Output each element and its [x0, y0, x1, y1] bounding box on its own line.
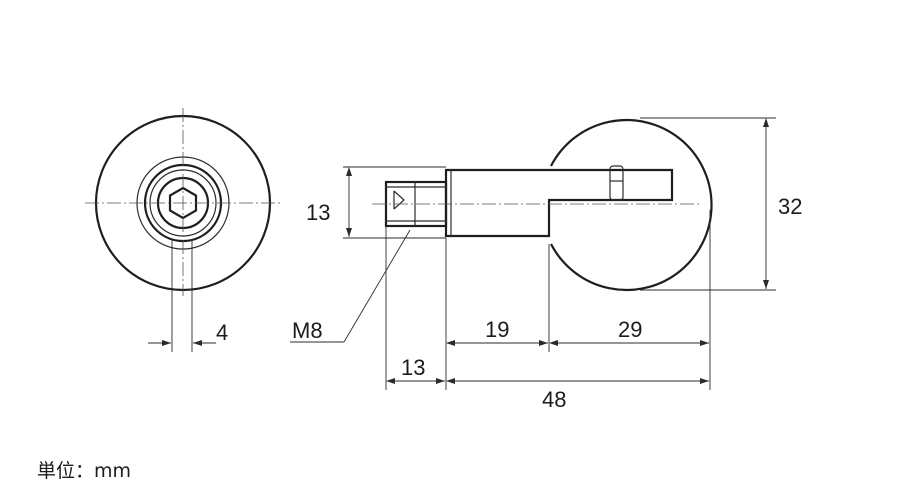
unit-label: 単位：mm	[37, 460, 132, 482]
side-view: 13 32 M8 19 29 13 48	[290, 117, 802, 412]
knob-diameter-label: 32	[778, 194, 802, 219]
m8-leader	[343, 229, 411, 343]
front-view: 4	[85, 108, 282, 352]
knob-length-label: 29	[618, 317, 642, 342]
thread-height-label: 13	[306, 200, 330, 225]
thread-length-label: 13	[401, 355, 425, 380]
cross-pin	[609, 165, 624, 201]
thread-spec-label: M8	[292, 318, 323, 343]
socket-hidden-outline	[393, 190, 405, 210]
knob-ball	[550, 118, 713, 292]
shaft-body	[444, 168, 674, 238]
hex-width-label: 4	[216, 320, 228, 345]
total-length-label: 48	[542, 387, 566, 412]
shaft-length-label: 19	[485, 317, 509, 342]
